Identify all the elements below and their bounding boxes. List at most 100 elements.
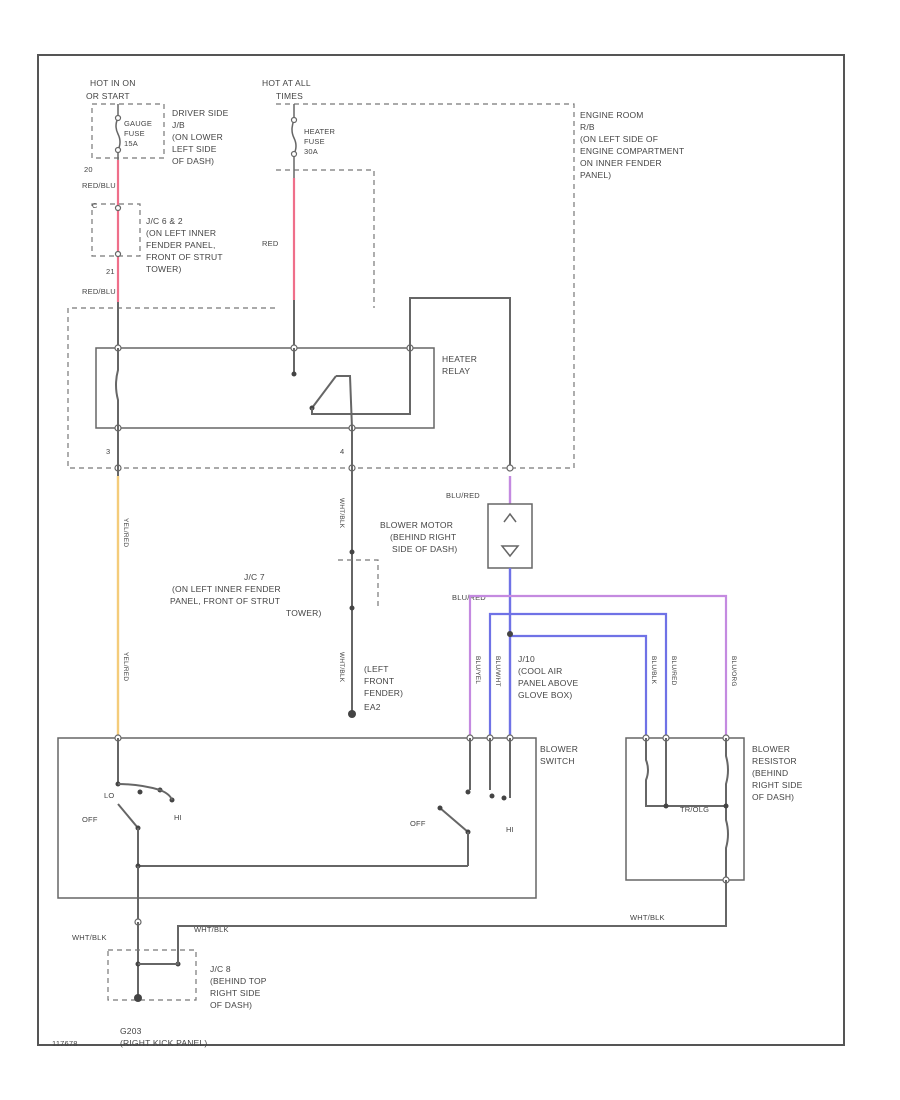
wire-label-blu-yel: BLU/YEL: [474, 656, 481, 684]
svg-text:SIDE OF DASH): SIDE OF DASH): [392, 544, 457, 554]
blue-resistor-wire-2: [510, 634, 648, 738]
svg-text:G203: G203: [120, 1026, 142, 1036]
svg-text:PANEL ABOVE: PANEL ABOVE: [518, 678, 578, 688]
wire-label-blu-blk: BLU/BLK: [650, 656, 657, 685]
blue-resistor-wire-1: [488, 612, 668, 738]
svg-text:FRONT OF STRUT: FRONT OF STRUT: [146, 252, 223, 262]
gauge-fuse: GAUGE FUSE 15A: [114, 104, 152, 160]
wire-label-blu-red-1: BLU/RED: [446, 491, 480, 500]
svg-text:RIGHT SIDE: RIGHT SIDE: [210, 988, 261, 998]
jc-6-2-label: J/C 6 & 2 (ON LEFT INNER FENDER PANEL, F…: [146, 216, 223, 274]
svg-text:TIMES: TIMES: [276, 91, 303, 101]
pin-c: C: [92, 201, 98, 210]
svg-text:J/B: J/B: [172, 120, 185, 130]
svg-text:OFF: OFF: [410, 819, 426, 828]
svg-text:FENDER): FENDER): [364, 688, 403, 698]
wire-label-blu-wht: BLU/WHT: [494, 656, 501, 687]
svg-text:(BEHIND RIGHT: (BEHIND RIGHT: [390, 532, 456, 542]
heater-fuse: HEATER FUSE 30A: [290, 104, 335, 178]
wire-label-red-blu-2: RED/BLU: [82, 287, 116, 296]
svg-text:(COOL AIR: (COOL AIR: [518, 666, 562, 676]
resistor-label: TR/OLG: [680, 805, 709, 814]
svg-text:DRIVER SIDE: DRIVER SIDE: [172, 108, 229, 118]
driver-side-jb-label: DRIVER SIDE J/B (ON LOWER LEFT SIDE OF D…: [172, 108, 229, 166]
svg-text:(ON LEFT SIDE OF: (ON LEFT SIDE OF: [580, 134, 658, 144]
blower-switch-left: OFF LO HI: [82, 738, 182, 866]
svg-text:GAUGE: GAUGE: [124, 119, 152, 128]
wire-label-wht-blk-3: WHT/BLK: [630, 913, 665, 922]
diagram-frame: [37, 54, 845, 1046]
wire-label-blu-red-v: BLU/RED: [670, 656, 677, 686]
wire-label-wht-blk-5: WHT/BLK: [72, 933, 107, 942]
wire-label-red-blu-1: RED/BLU: [82, 181, 116, 190]
svg-text:FRONT: FRONT: [364, 676, 394, 686]
wire-label-wht-blk-1: WHT/BLK: [338, 498, 345, 529]
wire-label-yel-red-1: YEL/RED: [122, 518, 129, 547]
svg-text:GLOVE BOX): GLOVE BOX): [518, 690, 572, 700]
left-front-fender-label: (LEFT FRONT FENDER) EA2: [364, 664, 403, 712]
svg-text:(BEHIND TOP: (BEHIND TOP: [210, 976, 267, 986]
svg-text:ENGINE ROOM: ENGINE ROOM: [580, 110, 644, 120]
svg-text:HI: HI: [174, 813, 182, 822]
wire-label-wht-blk-4: WHT/BLK: [194, 925, 229, 934]
wire-label-blu-org: BLU/ORG: [730, 656, 737, 687]
blower-resistor-label: BLOWER RESISTOR (BEHIND RIGHT SIDE OF DA…: [752, 744, 802, 802]
wht-blk-resistor-ground: [177, 880, 727, 944]
pin-20: 20: [84, 165, 93, 174]
ground-ea2: [348, 710, 356, 718]
svg-text:LEFT SIDE: LEFT SIDE: [172, 144, 217, 154]
wire-label-wht-blk-2: WHT/BLK: [338, 652, 345, 683]
svg-text:15A: 15A: [124, 139, 138, 148]
svg-text:FUSE: FUSE: [124, 129, 145, 138]
svg-text:ON INNER FENDER: ON INNER FENDER: [580, 158, 662, 168]
svg-text:TOWER): TOWER): [286, 608, 322, 618]
blower-switch-label: BLOWER SWITCH: [540, 744, 578, 766]
pin-3: 3: [106, 447, 110, 456]
jc-7-label: J/C 7 (ON LEFT INNER FENDER PANEL, FRONT…: [170, 572, 322, 618]
jc-7-box: [338, 559, 379, 608]
engine-room-inner-box: [276, 169, 375, 308]
pin-21: 21: [106, 267, 115, 276]
svg-text:HOT AT ALL: HOT AT ALL: [262, 78, 311, 88]
svg-text:FENDER PANEL,: FENDER PANEL,: [146, 240, 216, 250]
heater-relay-box: [95, 347, 435, 429]
svg-text:OF DASH): OF DASH): [210, 1000, 252, 1010]
svg-text:ENGINE COMPARTMENT: ENGINE COMPARTMENT: [580, 146, 684, 156]
svg-text:BLOWER: BLOWER: [540, 744, 578, 754]
pin-4: 4: [340, 447, 344, 456]
svg-text:(ON LEFT INNER FENDER: (ON LEFT INNER FENDER: [172, 584, 281, 594]
svg-text:J/C 8: J/C 8: [210, 964, 231, 974]
svg-text:(RIGHT KICK PANEL): (RIGHT KICK PANEL): [120, 1038, 207, 1048]
jc-8-box: [107, 949, 197, 1001]
blower-switch-right: OFF HI: [410, 738, 514, 866]
svg-text:HEATER: HEATER: [442, 354, 477, 364]
svg-text:TOWER): TOWER): [146, 264, 182, 274]
jc-8-label: J/C 8 (BEHIND TOP RIGHT SIDE OF DASH): [210, 964, 267, 1010]
resistor-element: [645, 738, 726, 807]
svg-text:OR START: OR START: [86, 91, 130, 101]
blower-motor-label: BLOWER MOTOR (BEHIND RIGHT SIDE OF DASH): [380, 520, 457, 554]
svg-text:30A: 30A: [304, 147, 318, 156]
engine-room-rb-box: [67, 103, 575, 469]
svg-text:(BEHIND: (BEHIND: [752, 768, 788, 778]
svg-text:(LEFT: (LEFT: [364, 664, 389, 674]
svg-text:LO: LO: [104, 791, 114, 800]
svg-text:RELAY: RELAY: [442, 366, 470, 376]
svg-text:HOT IN ON: HOT IN ON: [90, 78, 136, 88]
svg-text:OF DASH): OF DASH): [752, 792, 794, 802]
svg-text:RESISTOR: RESISTOR: [752, 756, 797, 766]
svg-text:EA2: EA2: [364, 702, 381, 712]
ground-g203: [134, 994, 142, 1002]
svg-text:HEATER: HEATER: [304, 127, 335, 136]
engine-room-rb-label: ENGINE ROOM R/B (ON LEFT SIDE OF ENGINE …: [580, 110, 684, 180]
svg-text:(ON LEFT INNER: (ON LEFT INNER: [146, 228, 216, 238]
wire-label-yel-red-2: YEL/RED: [122, 652, 129, 681]
svg-text:J/10: J/10: [518, 654, 535, 664]
violet-resistor-wire: [468, 594, 728, 738]
svg-text:BLOWER MOTOR: BLOWER MOTOR: [380, 520, 453, 530]
svg-text:OFF: OFF: [82, 815, 98, 824]
svg-text:HI: HI: [506, 825, 514, 834]
svg-text:SWITCH: SWITCH: [540, 756, 575, 766]
svg-text:BLOWER: BLOWER: [752, 744, 790, 754]
